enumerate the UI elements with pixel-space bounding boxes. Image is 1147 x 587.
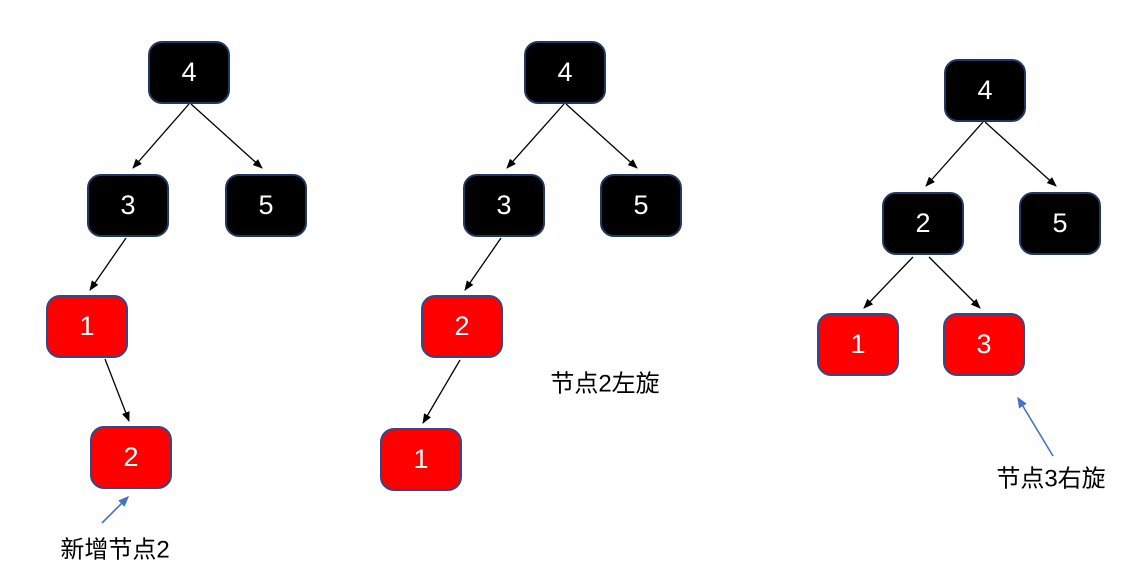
tree-edge [190, 103, 263, 169]
node-value: 3 [976, 329, 992, 359]
tree-node-step-2-after-left-rotation-value-3: 3 [463, 174, 545, 237]
tree-edge [104, 358, 130, 422]
annotation-arrow [101, 495, 130, 524]
tree-edges-group [89, 103, 1057, 424]
tree-node-step-3-after-right-rotation-value-1: 1 [817, 313, 899, 376]
node-value: 2 [915, 208, 931, 238]
node-value: 3 [120, 190, 136, 220]
tree-node-step-2-after-left-rotation-value-5: 5 [600, 174, 682, 237]
node-value: 5 [258, 190, 274, 220]
tree-node-step-3-after-right-rotation-value-5: 5 [1019, 192, 1101, 255]
node-value: 4 [181, 57, 197, 87]
tree-edge [928, 256, 981, 309]
node-value: 2 [123, 442, 139, 472]
node-value: 4 [557, 57, 573, 87]
tree-node-step-3-after-right-rotation-value-3: 3 [943, 313, 1025, 376]
tree-edge [984, 121, 1057, 187]
annotation-arrows-group [101, 396, 1054, 524]
tree-edge [506, 103, 565, 169]
node-value: 3 [496, 190, 512, 220]
node-value: 1 [413, 444, 429, 474]
tree-node-step-1-insert-node-2-value-5: 5 [225, 174, 307, 237]
annotation-label: 节点2左旋 [550, 370, 660, 398]
tree-node-step-2-after-left-rotation-value-2: 2 [421, 295, 503, 358]
tree-node-step-1-insert-node-2-value-3: 3 [87, 174, 169, 237]
node-value: 5 [1052, 208, 1068, 238]
tree-node-step-3-after-right-rotation-value-2: 2 [882, 192, 964, 255]
tree-node-step-1-insert-node-2-value-2: 2 [90, 426, 172, 489]
tree-node-step-1-insert-node-2-value-1: 1 [46, 295, 128, 358]
annotation-arrow [1017, 396, 1054, 457]
tree-node-step-3-after-right-rotation-value-4: 4 [944, 59, 1026, 122]
tree-edge [422, 359, 461, 424]
tree-node-step-2-after-left-rotation-value-1: 1 [380, 428, 462, 491]
tree-edge [132, 103, 190, 169]
annotation-label: 节点3右旋 [996, 465, 1106, 493]
tree-edge [863, 256, 914, 309]
tree-node-step-2-after-left-rotation-value-4: 4 [524, 41, 606, 104]
node-value: 1 [850, 329, 866, 359]
tree-edge [464, 237, 502, 291]
tree-edge [925, 121, 984, 187]
node-value: 2 [454, 311, 470, 341]
tree-edge [565, 103, 638, 169]
tree-edge [89, 237, 127, 291]
annotation-label: 新增节点2 [60, 536, 170, 564]
tree-node-step-1-insert-node-2-value-4: 4 [148, 41, 230, 104]
node-value: 1 [79, 311, 95, 341]
node-value: 5 [633, 190, 649, 220]
node-value: 4 [977, 75, 993, 105]
